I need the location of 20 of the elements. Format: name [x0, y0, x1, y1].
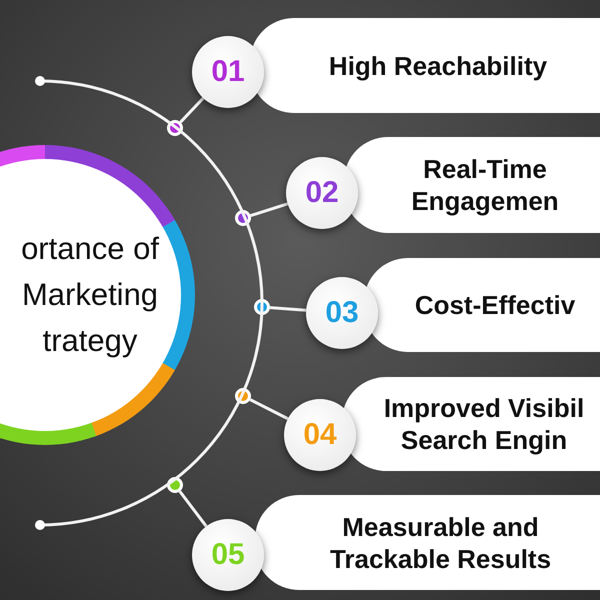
connector-line: [250, 202, 288, 218]
item-card: [344, 137, 600, 233]
connector-line: [270, 306, 306, 312]
item-text: High Reachability: [328, 50, 548, 82]
connector-line: [179, 97, 204, 124]
connector-line: [249, 398, 289, 420]
item-text: Measurable and Trackable Results: [328, 510, 552, 574]
number-badge: 02: [286, 157, 358, 229]
connector-line: [178, 490, 208, 528]
number-badge: 04: [284, 399, 356, 471]
number-badge: 01: [192, 36, 264, 108]
item-card: [364, 258, 600, 352]
item-text: Cost-Effectiv: [414, 289, 576, 321]
number-badge: 05: [192, 519, 264, 591]
item-card: [342, 377, 600, 471]
item-text: Improved Visibil Search Engin: [382, 392, 586, 456]
item-text: Real-Time Engagemen: [410, 153, 560, 217]
title-text: ortance of Marketing trategy: [20, 230, 160, 360]
number-badge: 03: [306, 277, 378, 349]
item-card: [255, 495, 600, 590]
